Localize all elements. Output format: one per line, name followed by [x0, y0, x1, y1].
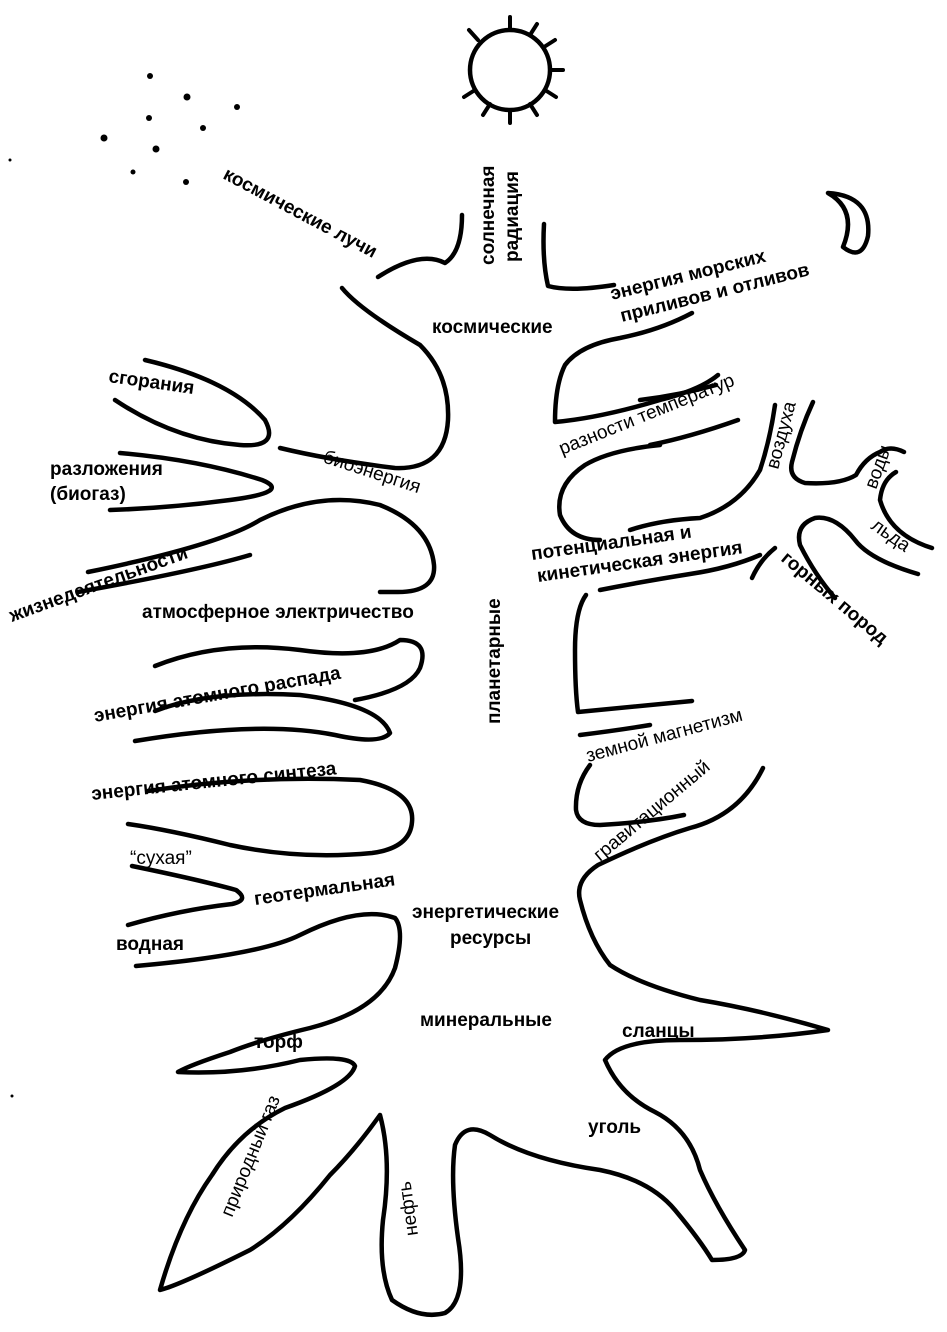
label-energy-resources-1: энергетические: [412, 902, 559, 923]
label-coal: уголь: [588, 1117, 641, 1138]
tree-outline: [75, 212, 935, 1318]
label-water: воды: [861, 442, 896, 491]
label-rocks: горных пород: [777, 548, 892, 649]
diagram-labels: космические лучи солнечная радиация энер…: [6, 164, 915, 1237]
stars-icon: [8, 73, 240, 1098]
label-energy-resources-2: ресурсы: [450, 928, 531, 949]
label-mineral: минеральные: [420, 1010, 552, 1031]
label-bioenergy: биоэнергия: [320, 447, 423, 498]
label-decomposition-2: (биогаз): [50, 484, 126, 505]
label-atomic-synthesis: энергия атомного синтеза: [90, 758, 337, 805]
label-geothermal: геотермальная: [253, 869, 397, 910]
label-atmospheric-electricity: атмосферное электричество: [142, 602, 414, 623]
label-earth-magnetism: земной магнетизм: [584, 705, 745, 767]
label-dry: “сухая”: [130, 848, 192, 869]
label-decomposition-1: разложения: [50, 459, 163, 480]
label-cosmic-rays: космические лучи: [220, 164, 381, 263]
label-solar-radiation-2: радиация: [502, 171, 523, 262]
label-cosmic: космические: [432, 317, 553, 338]
label-shale: сланцы: [622, 1021, 695, 1042]
moon-icon: [825, 190, 871, 255]
sun-icon: [462, 15, 565, 125]
label-aqueous: водная: [116, 934, 184, 955]
label-planetary: планетарные: [484, 598, 505, 724]
label-solar-radiation-1: солнечная: [478, 166, 499, 266]
label-peat: торф: [254, 1032, 303, 1053]
label-oil: нефть: [395, 1180, 423, 1237]
label-gravitational: гравитационный: [590, 756, 715, 865]
